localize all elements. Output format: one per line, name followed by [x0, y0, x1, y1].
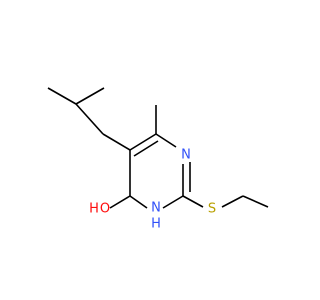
bond-ch2-ch3 [242, 195, 269, 208]
nitrogen-hydrogen-label: H [151, 217, 161, 232]
bond-ch2-ch [75, 103, 104, 135]
sulfur-label: S [208, 202, 216, 217]
bond-c5-c6 [129, 133, 157, 151]
molecule-structure: N N H O H S [0, 0, 300, 300]
bond-ch-me2 [75, 87, 105, 105]
oxygen-hydrogen-label: H [89, 202, 99, 217]
bond-c5-c6-double [133, 140, 159, 157]
bond-c5-ch2 [102, 133, 131, 151]
nitrogen-label-bottom: N [151, 201, 161, 216]
canvas-background [0, 0, 300, 300]
oxygen-label: O [100, 202, 110, 217]
bond-ch-me1 [47, 87, 77, 105]
bond-s-ch2 [221, 195, 244, 208]
bond-c2-n3 [162, 195, 184, 209]
bond-c6-n1 [155, 133, 177, 148]
nitrogen-label-top: N [181, 148, 191, 163]
bond-c2-s [182, 195, 204, 208]
bond-c4-o [109, 195, 131, 209]
bond-n3-c4 [129, 195, 148, 209]
